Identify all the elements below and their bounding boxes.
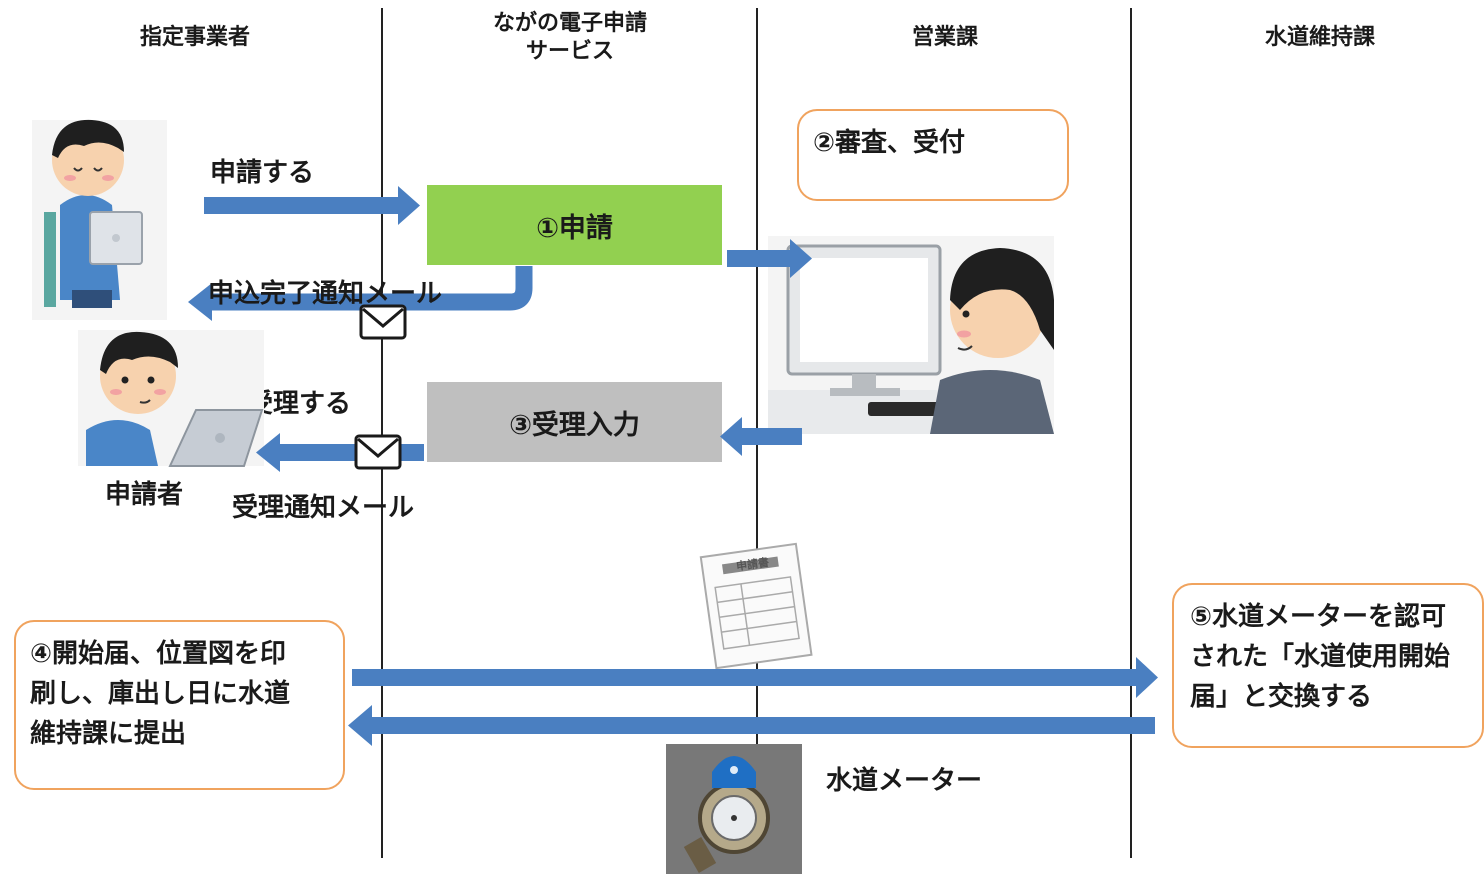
step-4-line: ④開始届、位置図を印: [30, 639, 287, 669]
mail-envelope-icon: [359, 304, 407, 340]
person-laptop-icon: [78, 330, 264, 467]
lane-divider: [381, 8, 383, 858]
water-meter-icon: [666, 744, 802, 874]
application-form-icon: [699, 542, 813, 670]
step-4-submit-callout: ④開始届、位置図を印 刷し、庫出し日に水道 維持課に提出: [14, 620, 345, 790]
lane-header-nagano-e-app: ながの電子申請 サービス: [460, 10, 680, 66]
step-4-line: 刷し、庫出し日に水道: [30, 679, 291, 709]
step-2-label: ②審査、受付: [813, 128, 966, 158]
lane-header-sales: 営業課: [911, 25, 978, 50]
water-meter-label: 水道メーター: [826, 766, 983, 796]
mail-envelope-icon: [354, 434, 402, 470]
apply-label: 申請する: [210, 158, 315, 188]
lane-divider: [1130, 8, 1132, 858]
completion-mail-label: 申込完了通知メール: [208, 279, 443, 309]
step-3-accept-input-box: ③受理入力: [427, 382, 722, 462]
step-2-review-callout: ②審査、受付: [797, 109, 1069, 201]
lane-header-line: サービス: [525, 39, 614, 64]
step-5-exchange-callout: ⑤水道メーターを認可 された「水道使用開始 届」と交換する: [1172, 583, 1484, 748]
lane-header-line: ながの電子申請: [492, 11, 647, 36]
person-tablet-icon: [32, 119, 167, 320]
step-5-line: ⑤水道メーターを認可: [1190, 602, 1447, 632]
step-4-line: 維持課に提出: [30, 719, 187, 749]
accept-label: 受理する: [247, 389, 352, 419]
step-5-line: 届」と交換する: [1190, 682, 1373, 712]
lane-header-water-maintenance: 水道維持課: [1264, 25, 1375, 50]
step-1-apply-box: ①申請: [427, 185, 722, 265]
applicant-label: 申請者: [105, 480, 184, 510]
lane-header-designated-business: 指定事業者: [139, 25, 250, 50]
step-1-label: ①申請: [536, 212, 613, 244]
office-worker-computer-icon: [768, 236, 1054, 434]
step-3-label: ③受理入力: [509, 409, 640, 441]
step-5-line: された「水道使用開始: [1190, 642, 1451, 672]
accept-mail-label: 受理通知メール: [232, 493, 415, 523]
